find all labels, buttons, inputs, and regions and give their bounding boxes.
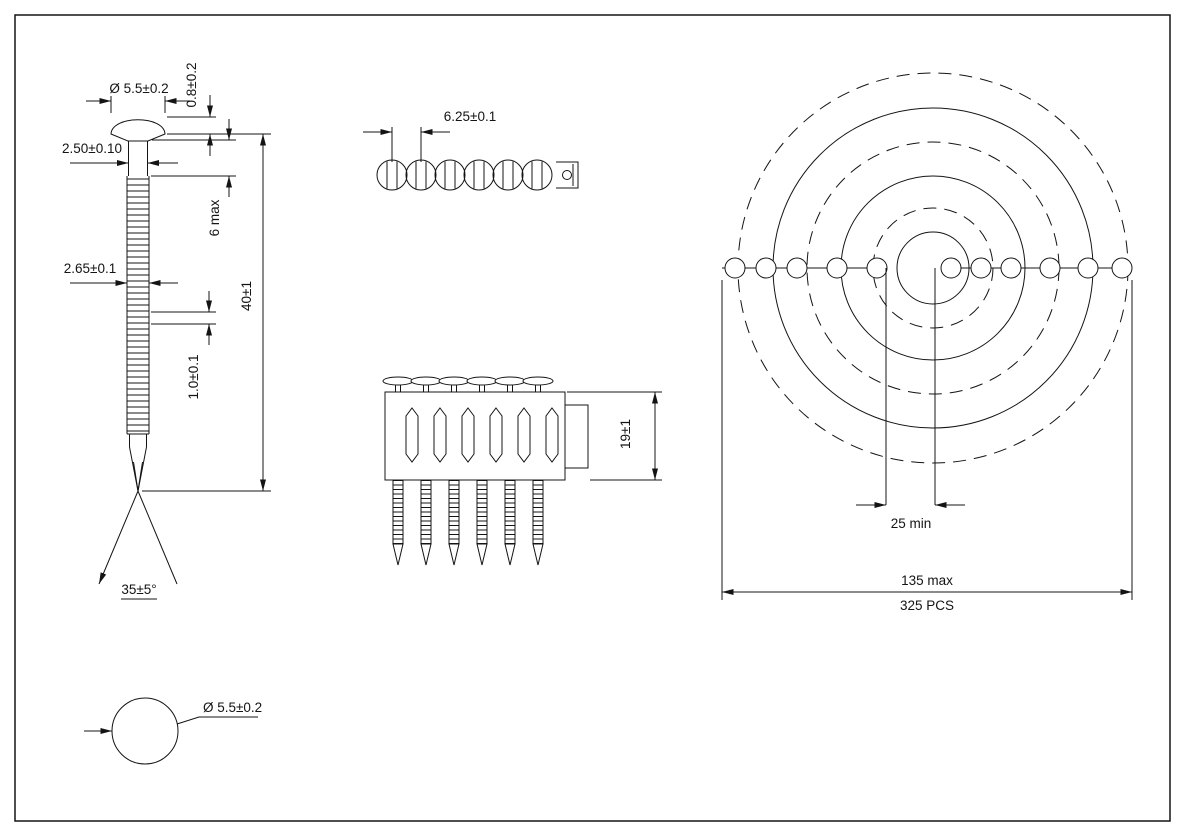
dim-point-angle: 35±5° <box>98 490 178 600</box>
nail-head-top <box>434 159 466 191</box>
head-circle <box>111 697 179 765</box>
nail-body <box>110 119 166 492</box>
dim-head-height: 0.8±0.2 <box>167 63 271 156</box>
strip-end-hole <box>562 170 572 180</box>
nail-head <box>110 119 166 142</box>
dim-ring-diameter: 2.65±0.1 <box>64 261 178 286</box>
collated-heads-row <box>376 159 579 191</box>
dim-overall-length-label: 40±1 <box>239 281 254 311</box>
nail-head-top <box>492 159 524 191</box>
strip-top-view: 6.25±0.1 <box>363 109 579 191</box>
coil-nail-heads <box>724 257 1133 279</box>
collation-strip-slots <box>405 407 559 463</box>
dim-point-angle-label: 35±5° <box>121 582 156 597</box>
nail-point <box>129 446 147 492</box>
dim-ring-diameter-label: 2.65±0.1 <box>64 261 116 276</box>
nail-head-top <box>521 159 553 191</box>
dim-head-diameter-label: Ø 5.5±0.2 <box>109 81 168 96</box>
drawing-border <box>14 14 1171 822</box>
dim-nail-spacing: 6.25±0.1 <box>363 109 496 162</box>
dim-ring-pitch-label: 1.0±0.1 <box>186 355 201 400</box>
nail-side-view: Ø 5.5±0.2 0.8±0.2 2.50±0.10 6 max <box>62 63 271 600</box>
dim-coil-inner-label: 25 min <box>891 516 932 531</box>
coil-piece-count-label: 325 PCS <box>900 598 954 613</box>
head-top-view: Ø 5.5±0.2 <box>84 697 262 765</box>
dim-coil-outer-diameter: 135 max 325 PCS <box>721 280 1133 613</box>
nail-head-top <box>463 159 495 191</box>
nail-head-top <box>376 159 408 191</box>
collated-nail-shanks <box>392 480 544 566</box>
dim-nail-spacing-label: 6.25±0.1 <box>444 109 496 124</box>
dim-head-diameter: Ø 5.5±0.2 <box>86 81 190 113</box>
leader-line <box>176 716 258 725</box>
dim-coil-inner-diameter: 25 min <box>856 268 965 531</box>
dim-head-top-diameter-label: Ø 5.5±0.2 <box>203 700 262 715</box>
strip-end-clip <box>556 161 579 189</box>
dim-shank-diameter: 2.50±0.10 <box>62 141 178 166</box>
collated-nail-heads <box>382 376 554 392</box>
dim-head-to-rings: 6 max <box>151 119 236 236</box>
dim-head-to-rings-label: 6 max <box>207 199 222 236</box>
dim-shank-diameter-label: 2.50±0.10 <box>62 141 122 156</box>
dim-strip-height: 19±1 <box>567 391 662 481</box>
dim-strip-height-label: 19±1 <box>618 419 633 449</box>
dim-coil-outer-label: 135 max <box>901 573 953 588</box>
dim-ring-pitch: 1.0±0.1 <box>151 291 216 399</box>
ring-shank <box>127 176 149 434</box>
dim-overall-length: 40±1 <box>142 134 271 492</box>
strip-side-view: 19±1 <box>382 376 662 566</box>
nail-head-top <box>405 159 437 191</box>
coil-view: 25 min 135 max 325 PCS <box>721 72 1133 613</box>
dim-head-height-label: 0.8±0.2 <box>184 63 199 108</box>
